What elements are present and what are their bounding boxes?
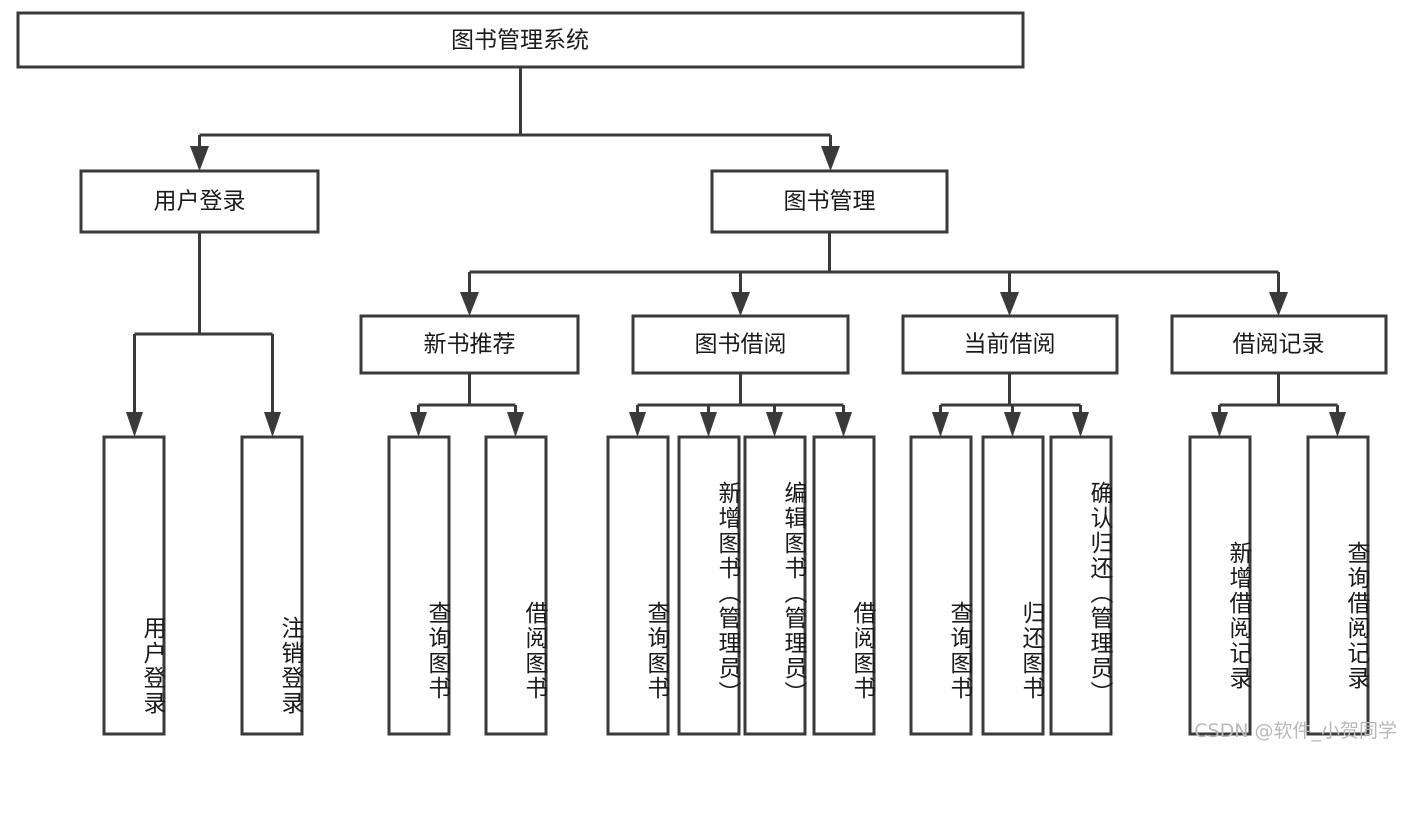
arrow-to-leaf-return-book: [1004, 412, 1021, 437]
node-current-borrow[interactable]: 当前借阅: [901, 314, 1119, 375]
book-borrow-box[interactable]: [631, 314, 850, 375]
arrow-to-book-borrow: [731, 292, 750, 316]
arrow-to-user-login: [190, 146, 209, 171]
edge-current-borrow-to-leaves: [932, 373, 1089, 437]
leaf-box-query-record[interactable]: [1306, 435, 1370, 736]
edge-new-book-rec-to-leaves: [410, 373, 524, 437]
edge-user-login-to-leaves: [126, 232, 281, 437]
tree-svg-canvas: 图书管理系统 用户登录 图书管理: [16, 11, 1388, 736]
arrow-to-leaf-query-book-1: [410, 412, 427, 437]
book-manage-box[interactable]: [710, 169, 949, 234]
arrow-to-leaf-borrow-book-2: [835, 412, 852, 437]
leaf-box-add-record[interactable]: [1188, 435, 1252, 736]
leaf-box-return-book[interactable]: [981, 435, 1045, 736]
borrow-record-box[interactable]: [1170, 314, 1388, 375]
arrow-to-borrow-record: [1269, 292, 1288, 316]
arrow-to-new-book-rec: [460, 292, 479, 316]
root-label: 图书管理系统: [451, 28, 589, 54]
leaf-box-add-book[interactable]: [677, 435, 741, 736]
csdn-watermark: CSDN @软件_小贺同学: [1194, 720, 1397, 742]
arrow-to-book-manage: [821, 146, 840, 171]
node-user-login[interactable]: 用户登录: [79, 169, 320, 234]
current-borrow-label: 当前借阅: [964, 332, 1056, 358]
user-login-label: 用户登录: [154, 189, 246, 215]
edge-root-to-level2: [190, 67, 840, 171]
leaf-box-query-book-1[interactable]: [387, 435, 451, 736]
leaf-box-query-book-3[interactable]: [909, 435, 973, 736]
leaf-box-user-login[interactable]: [102, 435, 166, 736]
new-book-rec-label: 新书推荐: [424, 332, 516, 358]
arrow-to-leaf-edit-book: [766, 412, 783, 437]
arrow-to-leaf-logout: [264, 412, 281, 437]
arrow-to-leaf-query-record: [1329, 412, 1346, 437]
node-book-manage[interactable]: 图书管理: [710, 169, 949, 234]
arrow-to-leaf-query-book-2: [629, 412, 646, 437]
book-borrow-label: 图书借阅: [695, 332, 787, 358]
leaf-box-edit-book[interactable]: [743, 435, 807, 736]
arrow-to-leaf-query-book-3: [932, 412, 949, 437]
leaf-box-confirm-return[interactable]: [1049, 435, 1113, 736]
arrow-to-leaf-confirm-return: [1072, 412, 1089, 437]
leaf-box-borrow-book-1[interactable]: [484, 435, 548, 736]
edge-book-borrow-to-leaves: [629, 373, 852, 437]
arrow-to-leaf-add-book: [700, 412, 717, 437]
edge-borrow-record-to-leaves: [1211, 373, 1346, 437]
node-root[interactable]: 图书管理系统: [16, 11, 1025, 69]
node-new-book-rec[interactable]: 新书推荐: [359, 314, 580, 375]
book-manage-label: 图书管理: [784, 189, 876, 215]
leaf-box-borrow-book-2[interactable]: [812, 435, 876, 736]
leaf-box-query-book-2[interactable]: [606, 435, 670, 736]
arrow-to-leaf-borrow-book-1: [507, 412, 524, 437]
node-book-borrow[interactable]: 图书借阅: [631, 314, 850, 375]
root-box[interactable]: [16, 11, 1025, 69]
leaf-boxes-group: [102, 435, 1370, 736]
new-book-rec-box[interactable]: [359, 314, 580, 375]
arrow-to-leaf-user-login: [126, 412, 143, 437]
leaf-box-logout[interactable]: [240, 435, 304, 736]
borrow-record-label: 借阅记录: [1233, 332, 1325, 358]
org-chart-diagram: 图书管理系统 用户登录 图书管理: [16, 11, 1397, 742]
arrow-to-current-borrow: [1000, 292, 1019, 316]
arrow-to-leaf-add-record: [1211, 412, 1228, 437]
edge-book-manage-to-level3: [460, 232, 1288, 316]
current-borrow-box[interactable]: [901, 314, 1119, 375]
node-borrow-record[interactable]: 借阅记录: [1170, 314, 1388, 375]
